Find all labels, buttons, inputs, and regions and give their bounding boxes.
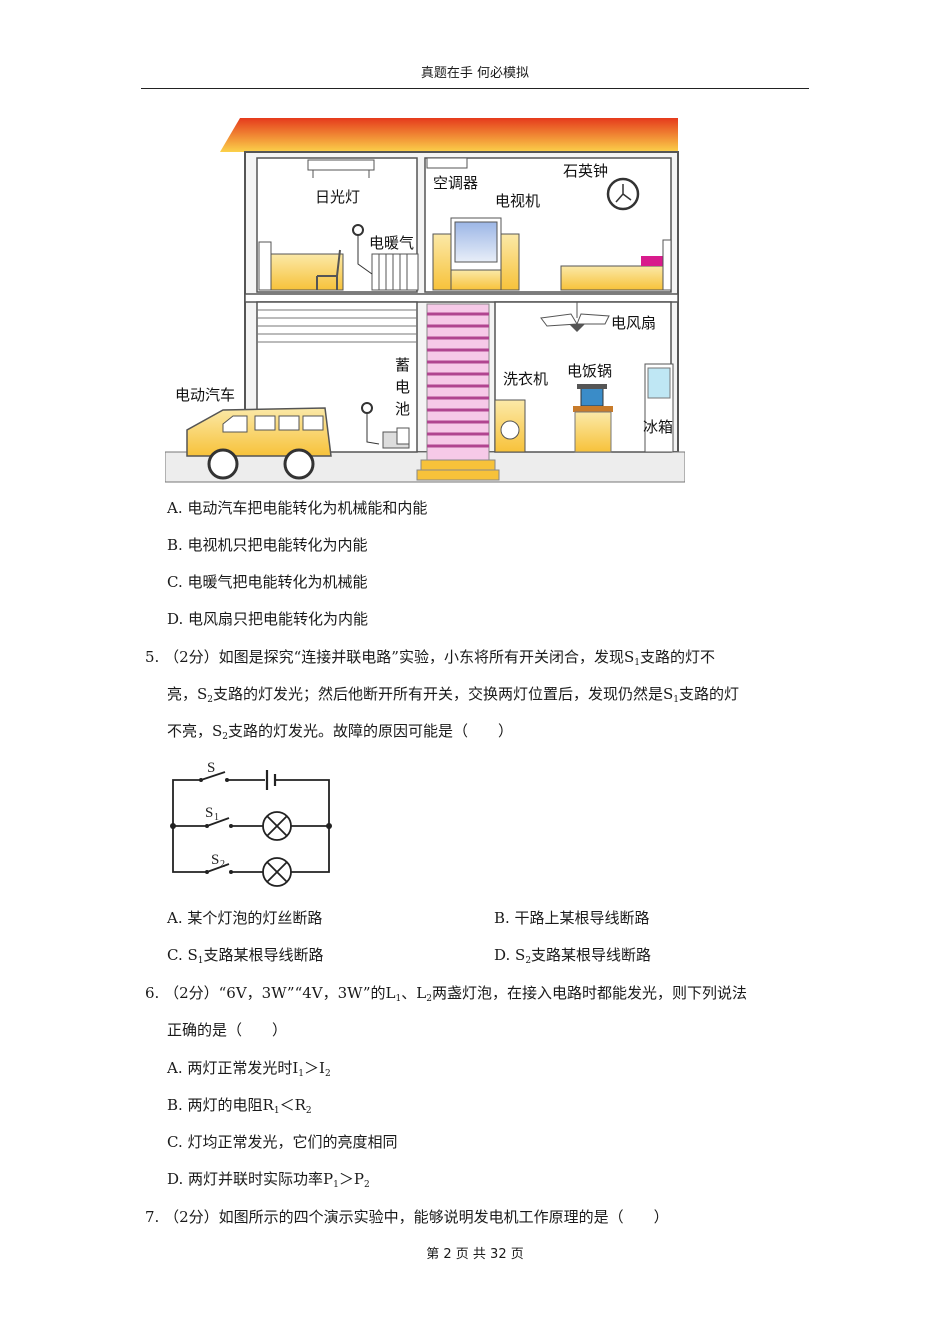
quartz-clock [606, 177, 640, 211]
electric-heater [352, 224, 419, 291]
label-heater: 电暖气 [369, 234, 414, 252]
refrigerator [644, 363, 674, 453]
label-battery-3: 池 [395, 400, 410, 418]
lamp-l2 [262, 857, 292, 887]
storage-battery [361, 402, 410, 449]
q5-option-d: D. S2支路某根导线断路 [494, 946, 652, 966]
q6-stem-line2: 正确的是（ ） [167, 1021, 288, 1039]
electric-car [186, 407, 332, 480]
label-tv: 电视机 [495, 192, 540, 210]
q4-option-d: D. 电风扇只把电能转化为内能 [167, 610, 369, 628]
q4-option-b: B. 电视机只把电能转化为内能 [167, 536, 368, 554]
q4-option-c: C. 电暖气把电能转化为机械能 [167, 573, 368, 591]
roof [220, 118, 678, 152]
house-appliances-figure: 日光灯 电暖气 空调器 电视机 石英钟 电风扇 [165, 114, 685, 489]
q6-option-c: C. 灯均正常发光，它们的亮度相同 [167, 1133, 398, 1151]
label-washer: 洗衣机 [503, 370, 548, 388]
q5-option-b: B. 干路上某根导线断路 [494, 909, 650, 927]
q6-stem-line1: 6. （2分）“6V，3W”“4V，3W”的L1、L2两盏灯泡，在接入电路时都能… [145, 984, 747, 1004]
page-header: 真题在手 何必模拟 [141, 64, 809, 89]
page-footer: 第 2 页 共 32 页 [426, 1247, 524, 1262]
staircase [416, 303, 500, 481]
label-battery-2: 电 [395, 378, 410, 396]
q5-stem-line1: 5. （2分）如图是探究“连接并联电路”实验，小东将所有开关闭合，发现S1支路的… [145, 648, 715, 668]
label-fluorescent: 日光灯 [315, 188, 360, 206]
label-cooker: 电饭锅 [567, 362, 612, 380]
q5-option-c: C. S1支路某根导线断路 [167, 946, 324, 966]
bed-right [560, 265, 670, 291]
label-fridge: 冰箱 [643, 418, 673, 436]
q5-stem-line3: 不亮，S2支路的灯发光。故障的原因可能是（ ） [167, 722, 514, 742]
air-conditioner [426, 157, 468, 169]
switch-s2-label: S [211, 852, 219, 868]
bed-left [258, 253, 344, 291]
label-ev: 电动汽车 [175, 386, 235, 404]
lamp-l1 [262, 811, 292, 841]
label-clock: 石英钟 [563, 162, 608, 180]
switch-s2-subscript: 2 [220, 859, 225, 870]
television [432, 217, 520, 291]
q5-stem-line2: 亮，S2支路的灯发光；然后他断开所有开关，交换两灯位置后，发现仍然是S1支路的灯 [167, 685, 740, 705]
switch-s1-label: S [205, 805, 213, 821]
q6-option-b: B. 两灯的电阻R1＜R2 [167, 1096, 312, 1116]
q5-option-a: A. 某个灯泡的灯丝断路 [167, 909, 323, 927]
ceiling-fan [540, 302, 610, 332]
label-ac: 空调器 [433, 174, 478, 192]
switch-s1-subscript: 1 [214, 812, 219, 823]
label-battery-1: 蓄 [395, 356, 410, 374]
washing-machine [494, 399, 526, 453]
q7-stem: 7. （2分）如图所示的四个演示实验中，能够说明发电机工作原理的是（ ） [145, 1208, 669, 1226]
rice-cooker [573, 384, 613, 453]
fluorescent-lamp [307, 159, 375, 171]
q6-option-a: A. 两灯正常发光时I1＞I2 [167, 1059, 331, 1079]
parallel-circuit-diagram: S S 1 S 2 [170, 760, 332, 887]
label-fan: 电风扇 [611, 314, 656, 332]
q4-option-a: A. 电动汽车把电能转化为机械能和内能 [167, 499, 428, 517]
switch-s-label: S [207, 760, 215, 776]
q6-option-d: D. 两灯并联时实际功率P1＞P2 [167, 1170, 370, 1190]
